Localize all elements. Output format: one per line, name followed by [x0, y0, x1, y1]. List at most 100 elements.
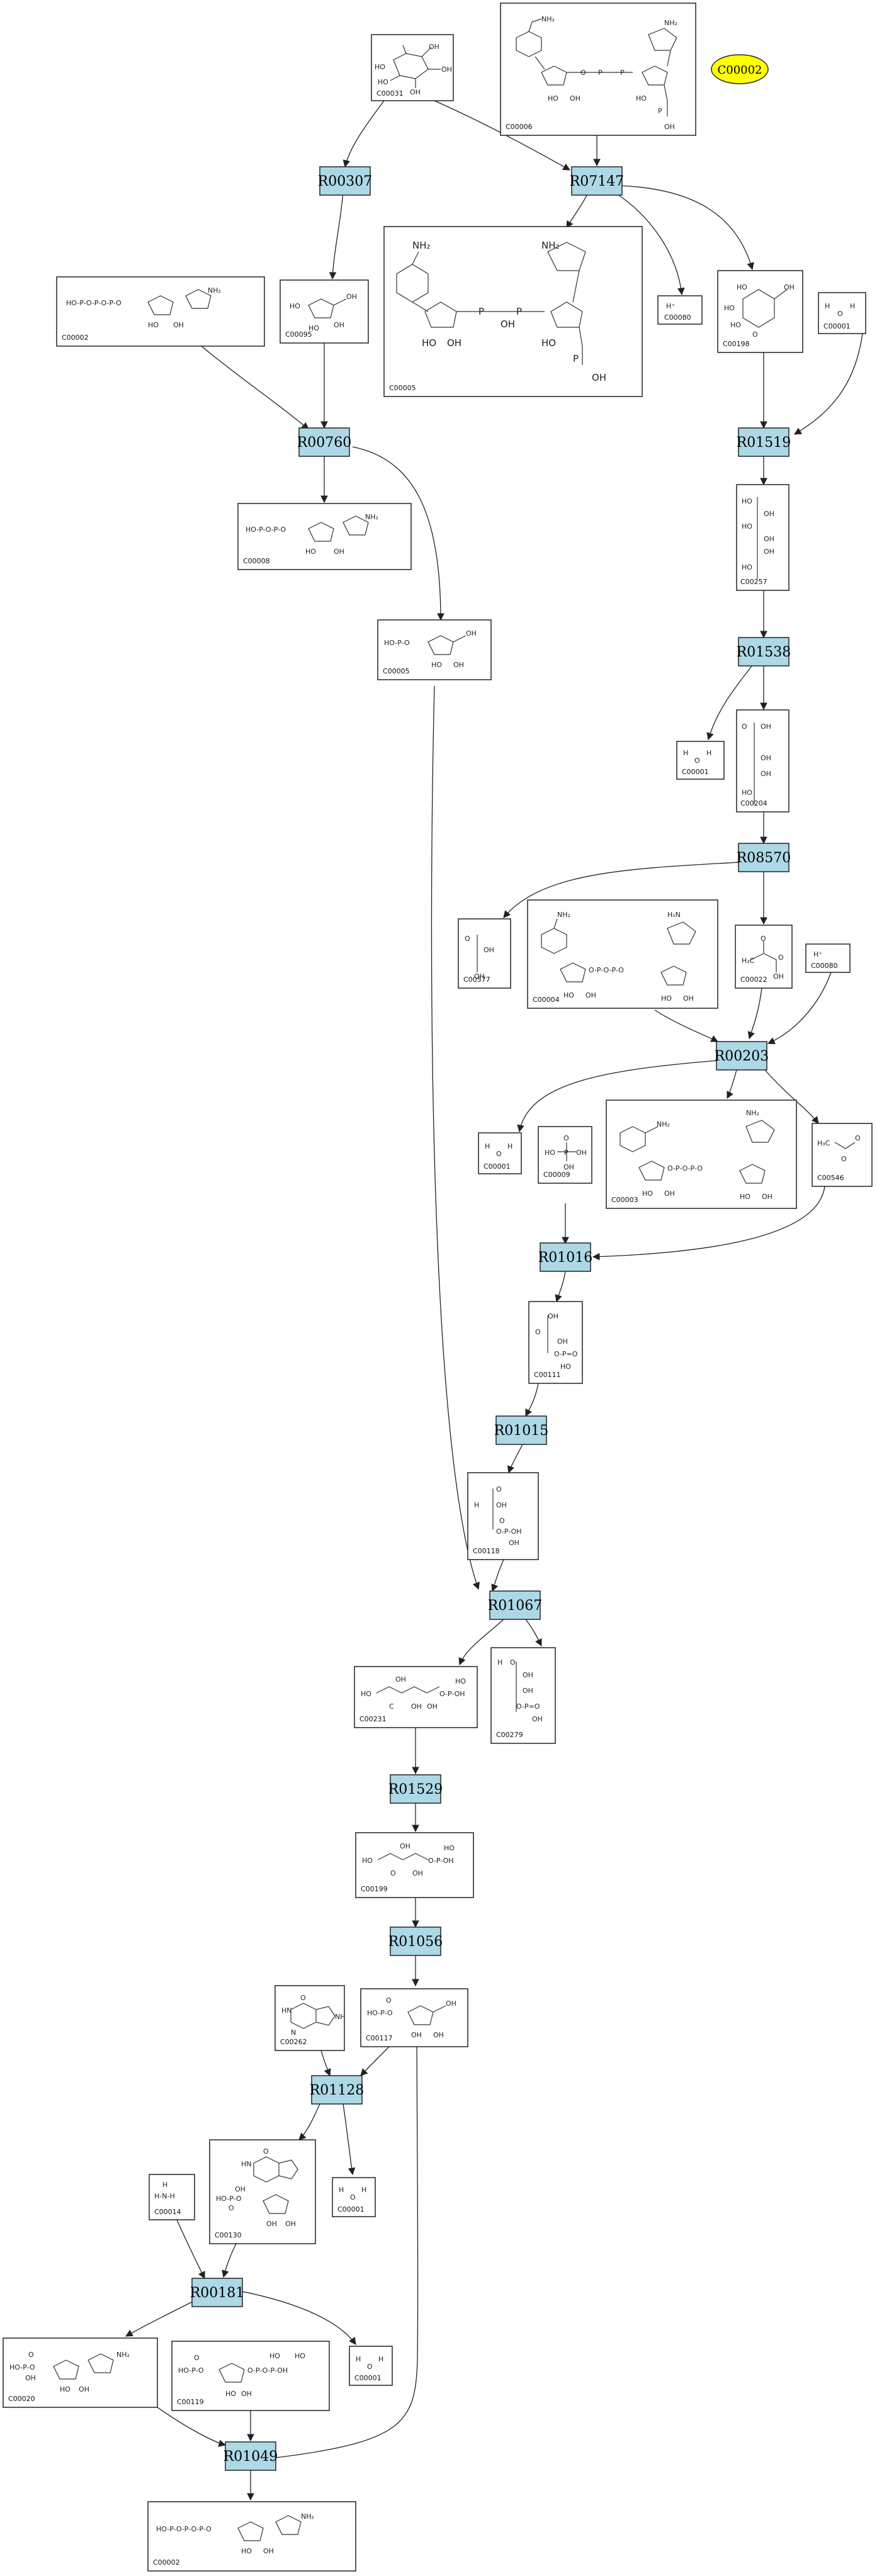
edge-c00117-r01128 [360, 2045, 391, 2076]
edge-c00020-r01049 [157, 2407, 227, 2447]
compound-c00546[interactable]: H₃C OO C00546 [812, 1123, 873, 1187]
svg-text:O-P-OH: O-P-OH [428, 1857, 454, 1865]
reaction-r01015[interactable]: R01015 [494, 1415, 549, 1445]
svg-text:HO: HO [541, 337, 556, 349]
compound-c00111[interactable]: OHO OHO-P=OHO C00111 [528, 1301, 583, 1384]
reaction-r00181[interactable]: R00181 [190, 2278, 245, 2307]
svg-text:H₃C: H₃C [742, 957, 755, 965]
compound-c00001-e[interactable]: HOH C00001 [349, 2346, 393, 2386]
edge-c00031-r00307 [342, 100, 385, 168]
edge-r00203-c00003 [727, 1069, 737, 1100]
compound-c00001-b[interactable]: HOH C00001 [676, 741, 725, 780]
svg-text:OH: OH [474, 972, 485, 981]
edge-r01538-c00001 [706, 665, 753, 741]
svg-text:OH: OH [764, 510, 774, 518]
compound-c00080-a[interactable]: H⁺ C00080 [657, 295, 703, 325]
svg-text:O: O [496, 1150, 502, 1158]
svg-text:O: O [841, 1155, 847, 1163]
svg-text:OH: OH [447, 337, 461, 349]
edge-c00130-r00181 [222, 2243, 237, 2278]
compound-c00001-c[interactable]: HOH C00001 [478, 1132, 522, 1174]
reaction-r01016[interactable]: R01016 [538, 1242, 593, 1272]
label-r00203: R00203 [715, 1049, 769, 1064]
compound-c00080-b[interactable]: H⁺ C00080 [805, 943, 851, 973]
label-c00002-highlight: C00002 [717, 64, 762, 77]
svg-text:O: O [350, 2193, 356, 2202]
svg-text:HO: HO [290, 302, 300, 310]
compound-c00014[interactable]: HH-N-H C00014 [149, 2174, 195, 2220]
reaction-r00760[interactable]: R00760 [297, 427, 352, 457]
svg-text:O: O [496, 1485, 502, 1493]
reaction-r08570[interactable]: R08570 [737, 843, 791, 872]
label-c00080-b: C00080 [811, 962, 838, 970]
reaction-r01519[interactable]: R01519 [737, 427, 791, 457]
reaction-r01056[interactable]: R01056 [388, 1926, 443, 1956]
label-c00257: C00257 [740, 578, 767, 586]
compound-c00002-highlight[interactable]: C00002 [711, 54, 769, 84]
svg-text:HO: HO [642, 1190, 653, 1198]
compound-c00262[interactable]: OHN NHN C00262 [274, 1985, 346, 2051]
reaction-r01067[interactable]: R01067 [488, 1590, 543, 1620]
svg-text:OH: OH [410, 88, 421, 96]
label-c00095: C00095 [285, 330, 312, 339]
reaction-r01529[interactable]: R01529 [388, 1774, 443, 1804]
reaction-r00203[interactable]: R00203 [715, 1041, 769, 1071]
edge-c00262-r01128 [320, 2050, 331, 2077]
reaction-r01538[interactable]: R01538 [737, 637, 791, 666]
reaction-r01128[interactable]: R01128 [310, 2075, 365, 2105]
svg-text:O: O [580, 69, 586, 77]
svg-text:H: H [356, 2355, 361, 2363]
edge-r07147-c00080 [613, 191, 685, 296]
svg-text:OH: OH [266, 2220, 277, 2228]
svg-text:NH₂: NH₂ [664, 19, 677, 27]
reaction-r00307[interactable]: R00307 [318, 166, 373, 196]
svg-text:OH: OH [453, 661, 464, 669]
compound-c00001-a[interactable]: HOH C00001 [818, 292, 866, 334]
reaction-r07147[interactable]: R07147 [570, 166, 625, 196]
label-r01049: R01049 [223, 2449, 278, 2465]
svg-text:O-P-OH: O-P-OH [439, 1690, 465, 1698]
reaction-r01049[interactable]: R01049 [223, 2441, 278, 2471]
svg-text:O: O [535, 1328, 541, 1336]
svg-text:O: O [263, 2147, 269, 2156]
svg-text:HO: HO [361, 1690, 371, 1698]
svg-text:OH: OH [784, 283, 795, 291]
label-r00307: R00307 [318, 174, 373, 189]
label-r01538: R01538 [737, 644, 791, 660]
compound-c00001-d[interactable]: HOH C00001 [332, 2177, 376, 2217]
